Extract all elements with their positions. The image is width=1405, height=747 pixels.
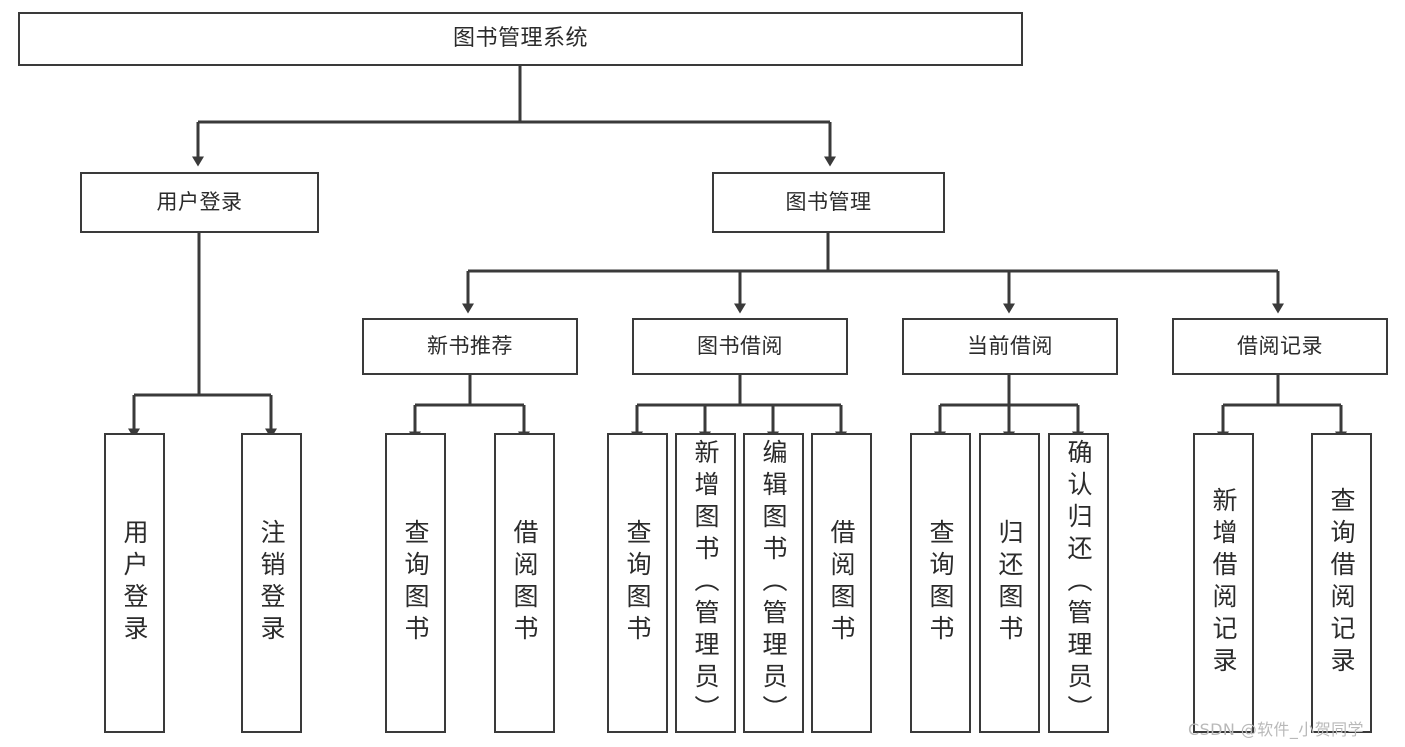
csdn-watermark: CSDN @软件_小贺同学 bbox=[1188, 720, 1364, 739]
node-label: 图书借阅 bbox=[697, 333, 783, 358]
node-label: 注销登录 bbox=[257, 519, 286, 647]
leaf-add-book-admin[interactable]: 新增图书（管理员） bbox=[675, 433, 736, 733]
leaf-confirm-return-admin[interactable]: 确认归还（管理员） bbox=[1048, 433, 1109, 733]
node-book-borrow[interactable]: 图书借阅 bbox=[632, 318, 848, 375]
node-root-book-management-system[interactable]: 图书管理系统 bbox=[18, 12, 1023, 66]
node-label: 新书推荐 bbox=[427, 333, 513, 358]
node-label: 新增图书（管理员） bbox=[691, 439, 720, 727]
node-label: 借阅记录 bbox=[1237, 333, 1323, 358]
node-label: 借阅图书 bbox=[827, 519, 856, 647]
leaf-edit-book-admin[interactable]: 编辑图书（管理员） bbox=[743, 433, 804, 733]
node-label: 归还图书 bbox=[995, 519, 1024, 647]
node-new-book-recommend[interactable]: 新书推荐 bbox=[362, 318, 578, 375]
node-user-login[interactable]: 用户登录 bbox=[80, 172, 319, 233]
node-book-manage[interactable]: 图书管理 bbox=[712, 172, 945, 233]
node-current-borrow[interactable]: 当前借阅 bbox=[902, 318, 1118, 375]
leaf-return-book[interactable]: 归还图书 bbox=[979, 433, 1040, 733]
leaf-user-logout[interactable]: 注销登录 bbox=[241, 433, 302, 733]
node-label: 当前借阅 bbox=[967, 333, 1053, 358]
leaf-borrow-book-borrow[interactable]: 借阅图书 bbox=[811, 433, 872, 733]
node-label: 查询图书 bbox=[401, 519, 430, 647]
node-borrow-record[interactable]: 借阅记录 bbox=[1172, 318, 1388, 375]
leaf-borrow-book-recommend[interactable]: 借阅图书 bbox=[494, 433, 555, 733]
node-label: 用户登录 bbox=[120, 519, 149, 647]
node-label: 查询借阅记录 bbox=[1327, 487, 1356, 679]
node-label: 图书管理 bbox=[785, 189, 872, 214]
leaf-query-borrow-record[interactable]: 查询借阅记录 bbox=[1311, 433, 1372, 733]
leaf-user-login[interactable]: 用户登录 bbox=[104, 433, 165, 733]
node-label: 用户登录 bbox=[156, 189, 243, 214]
node-label: 图书管理系统 bbox=[452, 25, 588, 51]
node-label: 编辑图书（管理员） bbox=[759, 439, 788, 727]
node-label: 确认归还（管理员） bbox=[1064, 439, 1093, 727]
leaf-add-borrow-record[interactable]: 新增借阅记录 bbox=[1193, 433, 1254, 733]
node-label: 查询图书 bbox=[623, 519, 652, 647]
leaf-query-book-current[interactable]: 查询图书 bbox=[910, 433, 971, 733]
leaf-query-book-borrow[interactable]: 查询图书 bbox=[607, 433, 668, 733]
node-label: 新增借阅记录 bbox=[1209, 487, 1238, 679]
node-label: 查询图书 bbox=[926, 519, 955, 647]
leaf-query-book-recommend[interactable]: 查询图书 bbox=[385, 433, 446, 733]
node-label: 借阅图书 bbox=[510, 519, 539, 647]
